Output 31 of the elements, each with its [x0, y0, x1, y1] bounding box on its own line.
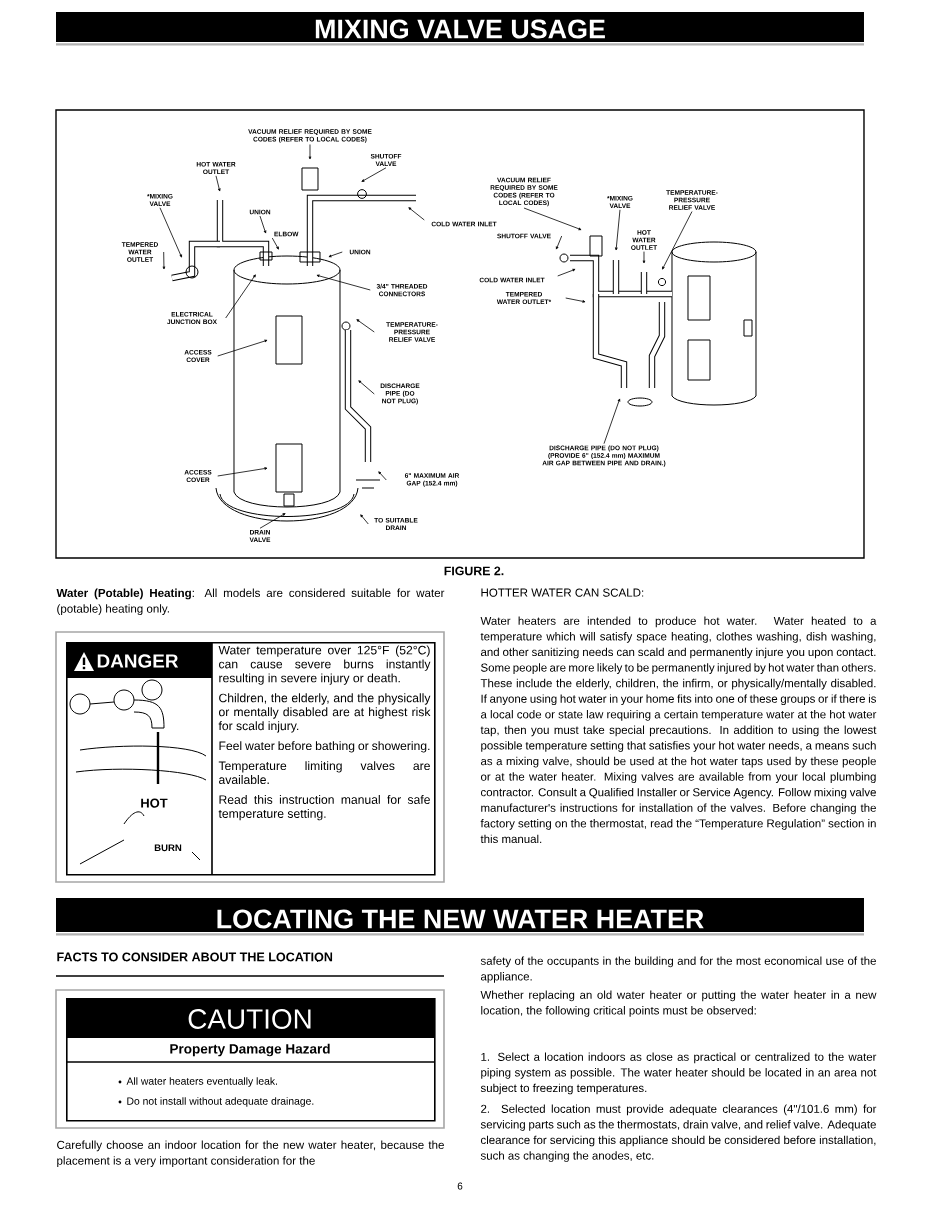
leader-line [328, 251, 343, 258]
warning-banner: DANGER [66, 642, 212, 678]
leader-line [259, 513, 286, 529]
leader-line [356, 319, 375, 333]
leader-line [603, 398, 621, 445]
leader-line [557, 268, 576, 277]
leader-line [565, 297, 586, 303]
leader-line [217, 339, 268, 357]
leader-line [308, 144, 312, 160]
caution-banner: CAUTION [66, 998, 434, 1038]
leader-line [523, 207, 582, 231]
leader-line [642, 251, 646, 264]
heading-bar: MIXING VALVE USAGE [56, 12, 864, 46]
water-heater-drawing [559, 235, 757, 407]
leader-line [225, 274, 256, 319]
leader-line [408, 207, 425, 221]
leader-line [316, 274, 371, 291]
leader-line [358, 380, 375, 395]
leader-line [378, 471, 387, 481]
leader-line [271, 237, 279, 250]
leader-line [215, 175, 221, 192]
leader-line [615, 209, 621, 251]
leader-line [217, 467, 268, 477]
leader-line [159, 207, 182, 258]
heading-bar: LOCATING THE NEW WATER HEATER [56, 898, 864, 936]
leader-line [662, 211, 693, 270]
leader-line [555, 235, 563, 250]
leader-line [361, 167, 387, 182]
leader-line [162, 251, 166, 270]
leader-line [360, 514, 369, 525]
leader-line [259, 215, 267, 234]
